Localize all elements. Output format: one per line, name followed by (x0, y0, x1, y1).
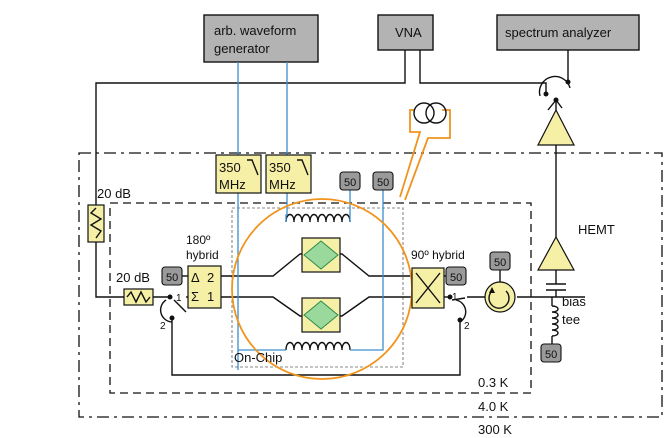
circulator-arrow (488, 290, 510, 309)
bias-inductor (551, 305, 559, 337)
vna-box: VNA (377, 14, 434, 51)
switch-dot-a (543, 91, 549, 97)
dc-line-upper-coil (285, 193, 288, 222)
attenuator-bottom (123, 288, 154, 306)
temp-4k: 4.0 K (478, 399, 509, 414)
temp-03k: 0.3 K (478, 375, 509, 390)
switch-blade (547, 98, 563, 111)
svg-text:2: 2 (207, 270, 214, 285)
input-switch-left (159, 294, 187, 323)
hybrid-180: Δ 2 Σ 1 (187, 265, 222, 309)
svg-text:generator: generator (214, 41, 270, 56)
svg-text:spectrum analyzer: spectrum analyzer (505, 25, 612, 40)
svg-text:arb. waveform: arb. waveform (214, 23, 296, 38)
termination-50-circulator: 50 (489, 251, 511, 271)
right-switch-port-1: 1 (452, 292, 458, 303)
hemt-amplifier (536, 235, 576, 271)
input-switch-right (447, 294, 467, 323)
svg-text:50: 50 (166, 272, 178, 284)
svg-text:50: 50 (494, 257, 506, 269)
attenuator-top (87, 204, 105, 243)
svg-text:350: 350 (269, 160, 291, 175)
svg-text:Δ: Δ (191, 270, 200, 285)
hybrid-90 (411, 267, 445, 309)
left-switch-port-1: 1 (176, 293, 182, 304)
svg-text:VNA: VNA (395, 25, 422, 40)
hemt-label: HEMT (578, 222, 615, 237)
svg-text:50: 50 (377, 177, 389, 189)
onchip-label: On-Chip (234, 350, 282, 365)
svg-text:MHz: MHz (219, 177, 246, 192)
termination-50-delta: 50 (161, 266, 183, 286)
svg-text:50: 50 (344, 177, 356, 189)
squid-upper (301, 237, 341, 273)
circulator-arrow-head (489, 287, 495, 293)
termination-50-biastee: 50 (540, 343, 562, 363)
onchip-box (231, 207, 404, 368)
svg-text:350: 350 (219, 160, 241, 175)
hybrid-90-label: 90º hybrid (411, 248, 465, 262)
stage-03k-box (109, 202, 532, 394)
hybrid-180-label-2: hybrid (186, 248, 219, 262)
svg-text:MHz: MHz (269, 177, 296, 192)
flux-coil-lower (285, 341, 351, 351)
lowpass-filter-1: 350 MHz (215, 154, 262, 194)
right-switch-port-2: 2 (464, 321, 470, 332)
tee-label: tee (562, 312, 580, 327)
switch-dot-b (565, 79, 571, 85)
termination-50-dc-1: 50 (339, 171, 361, 191)
flux-coil-upper (285, 213, 351, 223)
current-source-icon (413, 102, 447, 124)
flux-loop-lead-2 (399, 109, 422, 198)
attenuator-top-label: 20 dB (97, 186, 131, 201)
termination-50-dc-2: 50 (372, 171, 394, 191)
wire-vna-switch (419, 50, 547, 93)
bias-label: bias (562, 294, 586, 309)
svg-text:50: 50 (545, 349, 557, 361)
svg-text:1: 1 (207, 289, 214, 304)
spectrum-analyzer-box: spectrum analyzer (496, 14, 640, 51)
stage-300k-box (78, 152, 663, 418)
termination-50-hybrid-90: 50 (445, 266, 467, 286)
svg-text:Σ: Σ (191, 289, 199, 304)
hybrid-180-label-1: 180º (186, 233, 211, 247)
temp-300k: 300 K (478, 422, 512, 437)
wire-atten-top (95, 242, 124, 298)
dc-line-lower-return (350, 190, 384, 351)
bypass-line (171, 318, 461, 376)
attenuator-bottom-label: 20 dB (116, 270, 150, 285)
flux-loop-lead-1 (404, 109, 451, 201)
awg-box: arb. waveform generator (203, 14, 319, 63)
lowpass-filter-2: 350 MHz (265, 154, 312, 194)
svg-text:50: 50 (450, 272, 462, 284)
wire-vna-input (95, 50, 406, 205)
squid-lower (301, 297, 341, 333)
left-switch-port-2: 2 (160, 321, 166, 332)
room-temp-amplifier (537, 108, 575, 146)
